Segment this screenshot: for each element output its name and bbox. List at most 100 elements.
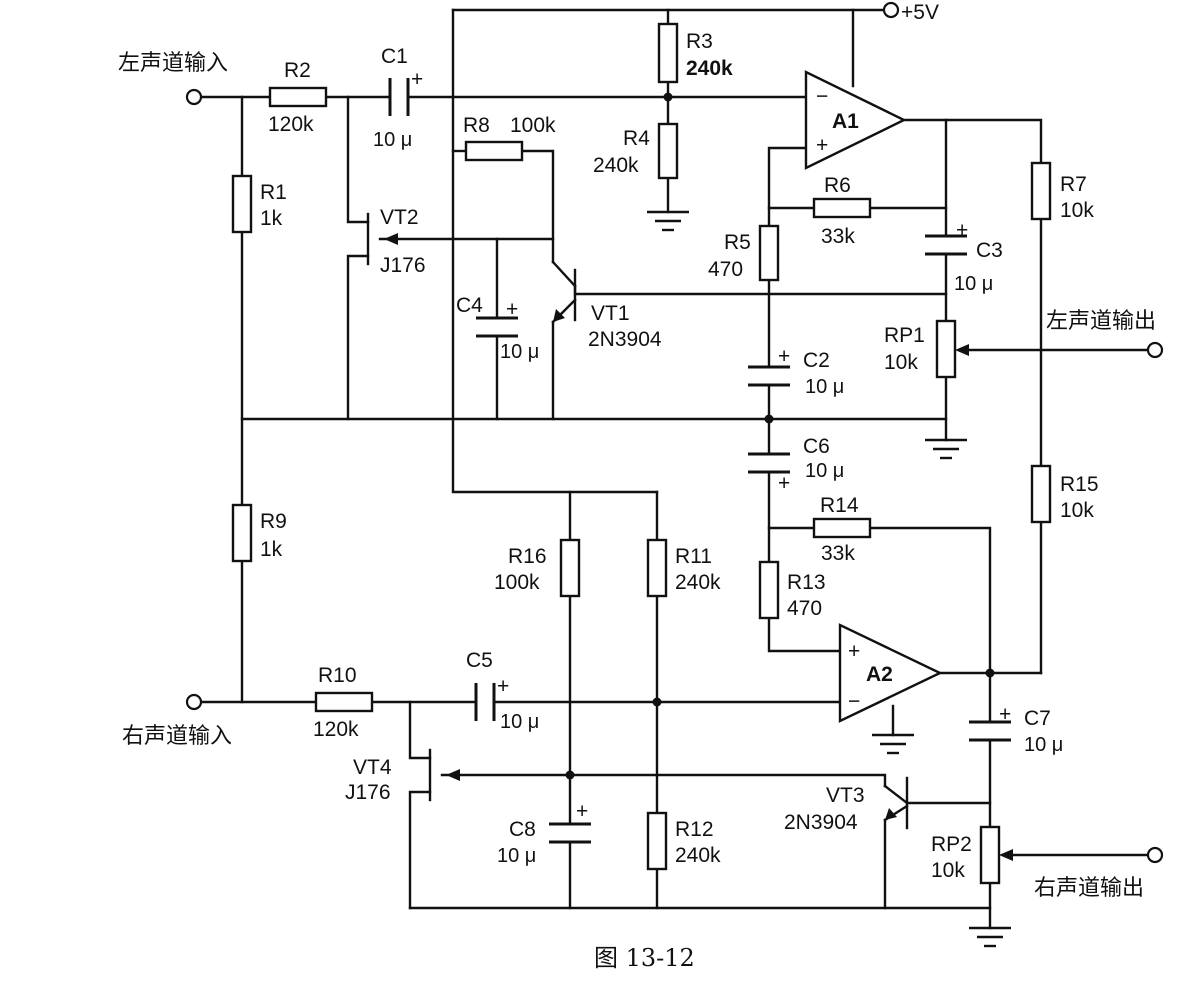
jfet-vt4 <box>428 748 460 802</box>
terminals <box>185 1 1164 864</box>
resistor-r12 <box>646 811 668 871</box>
c4-ref: C4 <box>456 294 483 317</box>
r4-value: 240k <box>593 154 639 177</box>
c2-ref: C2 <box>803 349 830 372</box>
capacitor-c2 <box>748 365 790 387</box>
c7-ref: C7 <box>1024 707 1051 730</box>
c7-plus: + <box>999 703 1011 726</box>
resistor-r7 <box>1030 161 1052 221</box>
right-input-terminal <box>185 693 203 711</box>
c2-value: 10 μ <box>805 376 844 398</box>
resistor-r6 <box>812 197 872 219</box>
a1-minus: − <box>816 85 828 108</box>
r3-value: 240k <box>686 57 733 80</box>
junction-dots <box>565 92 995 780</box>
right-output-terminal <box>1146 846 1164 864</box>
op-amp-a2: + − A2 <box>838 623 943 723</box>
r9-ref: R9 <box>260 510 287 533</box>
c2-plus: + <box>778 345 790 368</box>
c1-value: 10 μ <box>373 129 412 151</box>
r16-value: 100k <box>494 571 540 594</box>
ground-icon <box>647 210 689 232</box>
op-amp-a1: − + A1 <box>804 70 907 170</box>
capacitor-c3 <box>925 234 967 256</box>
left-output-label: 左声道输出 <box>1046 309 1156 334</box>
left-output-terminal <box>1146 341 1164 359</box>
resistor-r1 <box>231 174 253 234</box>
r13-value: 470 <box>787 597 822 620</box>
r6-value: 33k <box>821 225 855 248</box>
r15-ref: R15 <box>1060 473 1099 496</box>
vt1-ref: VT1 <box>591 302 630 325</box>
supply-label: +5V <box>901 1 939 24</box>
right-output-label: 右声道输出 <box>1034 876 1144 901</box>
jfet-vt2 <box>366 212 398 266</box>
labels: +5V 左声道输入 右声道输入 左声道输出 右声道输出 R2 120k C1 +… <box>118 1 1156 972</box>
transistors <box>366 212 909 830</box>
potentiometer-rp1 <box>935 319 957 379</box>
a1-label: A1 <box>832 110 859 133</box>
c5-value: 10 μ <box>500 711 539 733</box>
resistor-r9 <box>231 503 253 563</box>
r9-value: 1k <box>260 538 283 561</box>
capacitor-c1 <box>388 78 410 116</box>
ground-icon <box>872 733 914 755</box>
c4-value: 10 μ <box>500 341 539 363</box>
r12-ref: R12 <box>675 818 714 841</box>
rp2-value: 10k <box>931 859 965 882</box>
a1-plus: + <box>816 134 828 157</box>
resistor-r8 <box>464 140 524 162</box>
c6-value: 10 μ <box>805 460 844 482</box>
rp1-value: 10k <box>884 351 918 374</box>
resistor-r16 <box>559 538 581 598</box>
supply-terminal <box>882 1 900 19</box>
rp2-ref: RP2 <box>931 833 972 856</box>
c3-value: 10 μ <box>954 273 993 295</box>
c3-plus: + <box>956 219 968 242</box>
vt2-ref: VT2 <box>380 206 419 229</box>
r3-ref: R3 <box>686 30 713 53</box>
r7-ref: R7 <box>1060 173 1087 196</box>
r15-value: 10k <box>1060 499 1094 522</box>
c8-value: 10 μ <box>497 845 536 867</box>
resistor-r11 <box>646 538 668 598</box>
figure-caption: 图 13-12 <box>594 944 695 972</box>
c6-ref: C6 <box>803 435 830 458</box>
r4-ref: R4 <box>623 127 650 150</box>
vt3-value: 2N3904 <box>784 811 858 834</box>
r8-value: 100k <box>510 114 556 137</box>
capacitor-c8 <box>549 822 591 844</box>
vt1-value: 2N3904 <box>588 328 662 351</box>
vt4-ref: VT4 <box>353 756 392 779</box>
r12-value: 240k <box>675 844 721 867</box>
left-input-terminal <box>185 88 203 106</box>
capacitors <box>388 78 1011 844</box>
c1-plus: + <box>411 68 423 91</box>
resistor-r4 <box>657 122 679 180</box>
r8-ref: R8 <box>463 114 490 137</box>
resistor-r2 <box>268 86 328 108</box>
resistor-r13 <box>758 560 780 620</box>
c1-ref: C1 <box>381 45 408 68</box>
ground-icon <box>925 438 967 460</box>
r5-ref: R5 <box>724 231 751 254</box>
rp1-ref: RP1 <box>884 324 925 347</box>
r13-ref: R13 <box>787 571 826 594</box>
r2-value: 120k <box>268 113 314 136</box>
resistors <box>231 22 1052 885</box>
r1-ref: R1 <box>260 181 287 204</box>
ground-icon <box>969 926 1011 948</box>
resistor-r14 <box>812 517 872 539</box>
c7-value: 10 μ <box>1024 734 1063 756</box>
c5-plus: + <box>497 675 509 698</box>
r11-ref: R11 <box>675 545 712 568</box>
c6-plus: + <box>778 472 790 495</box>
potentiometer-rp2 <box>979 825 1001 885</box>
resistor-r15 <box>1030 464 1052 524</box>
r16-ref: R16 <box>508 545 547 568</box>
npn-vt1 <box>551 260 577 324</box>
c8-ref: C8 <box>509 818 536 841</box>
rp1-wiper-arrow <box>955 344 969 356</box>
a2-plus: + <box>848 640 860 663</box>
capacitor-c4 <box>476 316 518 338</box>
